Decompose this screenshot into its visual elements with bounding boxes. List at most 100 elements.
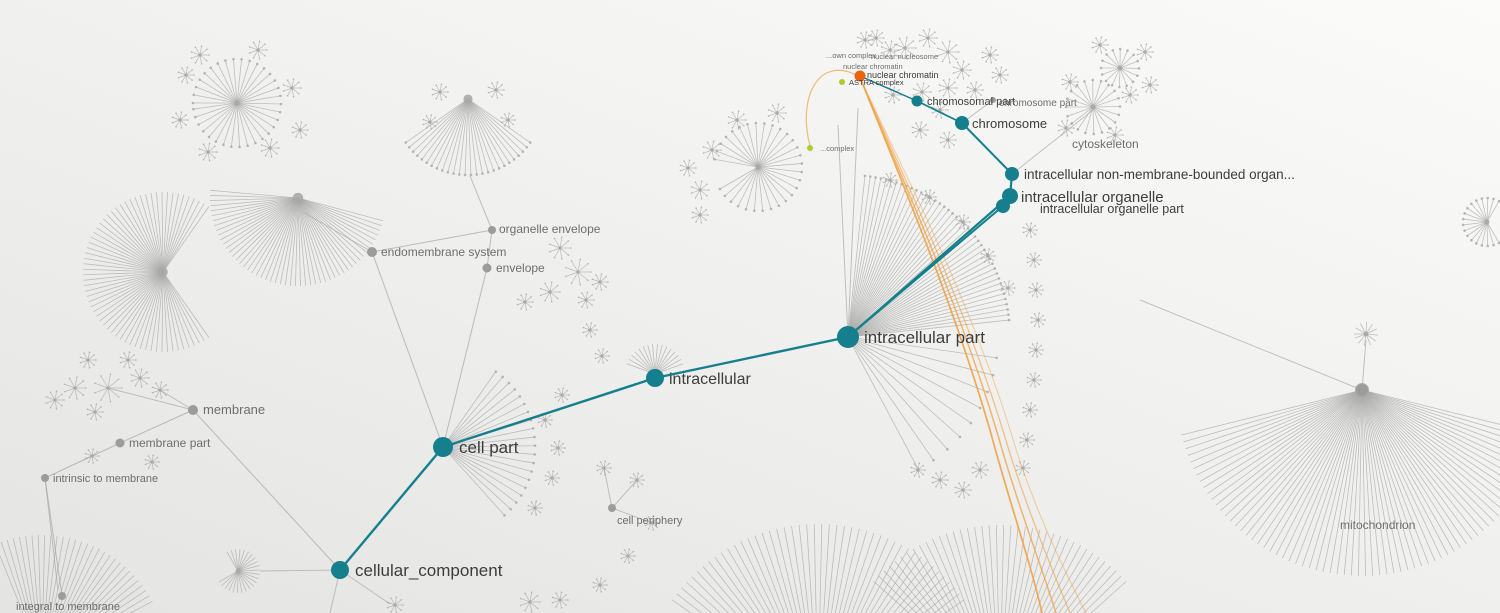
cluster-spoke — [218, 570, 239, 583]
cluster-spoke — [912, 548, 952, 613]
cluster-spoke — [162, 271, 174, 352]
cluster-spoke — [255, 197, 299, 276]
mini-cluster-tip — [592, 586, 595, 589]
node-endomembrane-system[interactable] — [367, 247, 377, 257]
node-intracellular-organelle-part[interactable] — [996, 199, 1010, 213]
cluster-fan-top-left[interactable] — [191, 57, 283, 149]
node-intrinsic-to-membrane[interactable] — [41, 474, 49, 482]
node-membrane-part[interactable] — [115, 438, 125, 448]
node-intracellular[interactable] — [646, 369, 664, 387]
mini-cluster-tip — [248, 46, 251, 48]
mini-cluster-dot — [178, 118, 182, 122]
graph-edge — [611, 507, 653, 524]
cluster-spoke — [230, 102, 238, 147]
node-cell-part[interactable] — [433, 437, 453, 457]
mini-cluster-tip — [990, 62, 993, 64]
cluster-spoke — [236, 102, 240, 147]
node-chromosome-part[interactable] — [990, 97, 996, 103]
node-non-membrane-bounded-organelle[interactable] — [1005, 167, 1019, 181]
cluster-spoke — [1119, 67, 1134, 83]
mini-cluster-tip — [1005, 79, 1007, 81]
mini-cluster-tip — [295, 136, 297, 138]
cluster-fan-pacman-small[interactable] — [218, 549, 260, 594]
mini-cluster-tip — [186, 82, 189, 84]
cluster-spoke — [1183, 389, 1363, 443]
node-mitochondrion[interactable] — [1356, 384, 1368, 396]
node-envelope[interactable] — [482, 263, 492, 273]
cluster-spoke — [426, 98, 469, 163]
cluster-spoke — [757, 166, 797, 189]
mini-cluster-tip — [1000, 82, 1003, 84]
cluster-spoke-tip — [435, 167, 439, 170]
mini-cluster-tip — [1015, 464, 1018, 467]
cluster-fan-top-right-fan[interactable] — [1099, 47, 1141, 89]
mini-cluster-tip — [1034, 386, 1037, 388]
cluster-spoke — [236, 59, 242, 104]
cluster-spoke — [870, 548, 909, 613]
mini-cluster-tip — [298, 81, 300, 84]
mini-cluster — [260, 138, 280, 158]
node-integral-to-membrane[interactable] — [58, 592, 66, 600]
cluster-spoke — [875, 552, 916, 613]
mini-cluster-tip — [180, 127, 183, 129]
cluster-spoke-tip — [533, 444, 537, 448]
node-intracellular-part[interactable] — [837, 326, 859, 348]
cluster-fan-intracellular-part-fan-lower[interactable] — [841, 330, 998, 471]
mini-cluster-tip — [885, 185, 888, 187]
cluster-spoke-tip — [1461, 223, 1465, 227]
node-organelle-envelope[interactable] — [488, 226, 496, 234]
node-chromosome[interactable] — [955, 116, 969, 130]
cluster-fan-left-disc[interactable] — [83, 192, 210, 352]
mini-cluster-tip — [567, 599, 569, 601]
cluster-fan-right-edge-fan[interactable] — [1461, 196, 1500, 248]
cluster-spoke — [442, 376, 503, 448]
cluster-fan-bottom-center-fan-2[interactable] — [873, 525, 1127, 613]
cluster-spoke — [236, 63, 258, 104]
cluster-spoke-tip — [1136, 59, 1139, 63]
mini-cluster-tip — [536, 594, 539, 597]
node-astra-complex[interactable] — [839, 79, 845, 85]
cluster-spoke — [1336, 389, 1363, 575]
mini-cluster-tip — [731, 111, 734, 114]
node-cellular-component[interactable] — [331, 561, 349, 579]
mini-cluster — [931, 471, 949, 489]
cluster-spoke — [847, 240, 979, 338]
cluster-fan-bottom-center-fan-1[interactable] — [671, 524, 965, 613]
mini-cluster-tip — [590, 271, 592, 273]
cluster-fan-mito-stem-burst[interactable] — [1354, 321, 1378, 346]
mini-cluster-tip — [1150, 46, 1152, 48]
mini-cluster-tip — [956, 61, 959, 64]
mini-cluster-spoke — [894, 47, 906, 53]
cluster-fan-mitochondrion-fan[interactable] — [1181, 383, 1500, 576]
node-cell-periphery[interactable] — [608, 504, 616, 512]
mini-cluster-tip — [1031, 343, 1034, 345]
cluster-spoke — [237, 570, 257, 584]
cluster-spoke — [823, 524, 830, 613]
cluster-spoke — [84, 271, 164, 287]
cluster-fan-top-mid[interactable] — [404, 94, 532, 177]
mini-cluster — [431, 83, 449, 101]
cluster-spoke — [221, 570, 239, 586]
mini-cluster-tip — [980, 461, 983, 463]
cluster-fan-cytoskeleton-fan[interactable] — [1064, 78, 1122, 136]
mini-cluster — [1028, 282, 1044, 298]
mini-cluster-tip — [562, 442, 565, 445]
cluster-spoke — [436, 98, 469, 169]
mini-cluster-tip — [151, 391, 154, 394]
mini-cluster-spoke — [559, 247, 563, 259]
cluster-spoke — [1486, 197, 1489, 223]
cluster-fan-bottom-left-fan[interactable] — [0, 535, 153, 613]
cluster-fan-mid-disc[interactable] — [210, 189, 384, 286]
node-nuclear-chromatin[interactable] — [854, 70, 866, 82]
node-chromosomal-part[interactable] — [911, 95, 923, 107]
node-small-complex[interactable] — [807, 145, 813, 151]
mini-cluster-tip — [558, 477, 560, 479]
cluster-spoke — [757, 166, 802, 173]
cluster-fan-intracellular-part-fan[interactable] — [841, 174, 1011, 344]
mini-cluster-spoke — [107, 387, 111, 402]
node-membrane[interactable] — [188, 405, 198, 415]
cluster-fan-mid-top-cluster[interactable] — [713, 121, 804, 213]
cluster-spoke-tip — [746, 122, 749, 126]
